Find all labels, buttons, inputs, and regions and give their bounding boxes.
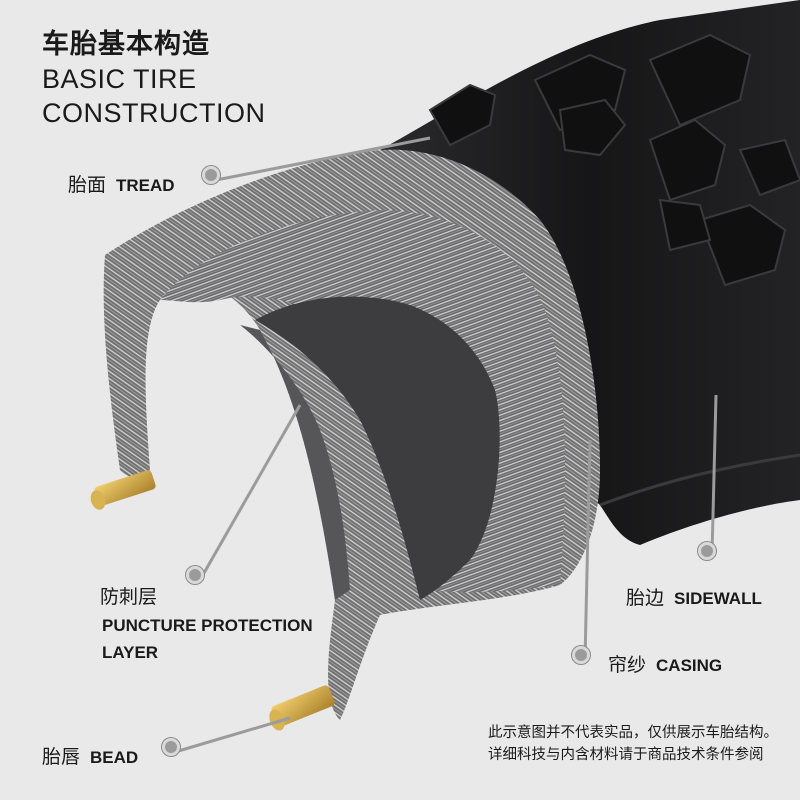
label-tread-en: TREAD bbox=[116, 176, 175, 195]
disclaimer-note: 此示意图并不代表实品，仅供展示车胎结构。 详细科技与内含材料请于商品技术条件参阅 bbox=[488, 722, 778, 766]
leader-lines bbox=[174, 136, 718, 754]
label-bead-cn: 胎唇 bbox=[42, 746, 81, 768]
bead-marker-dot bbox=[162, 738, 180, 756]
label-tread: 胎面 TREAD bbox=[68, 170, 175, 197]
label-puncture-cn: 防刺层 bbox=[100, 586, 158, 608]
puncture-marker-dot bbox=[186, 566, 204, 584]
bead-core-top bbox=[90, 470, 156, 510]
title-chinese: 车胎基本构造 bbox=[42, 29, 210, 60]
label-sidewall-cn: 胎边 bbox=[626, 587, 665, 609]
label-casing: 帘纱 CASING bbox=[608, 650, 722, 677]
disclaimer-line2: 详细科技与内含材料请于商品技术条件参阅 bbox=[488, 747, 764, 763]
disclaimer-line1: 此示意图并不代表实品，仅供展示车胎结构。 bbox=[488, 725, 778, 741]
tread-knobs bbox=[428, 33, 800, 287]
label-sidewall-en: SIDEWALL bbox=[674, 589, 762, 608]
title-english-line1: BASIC TIRE bbox=[42, 64, 197, 94]
label-casing-cn: 帘纱 bbox=[608, 654, 647, 676]
label-puncture-en-line1: PUNCTURE PROTECTION bbox=[102, 616, 313, 635]
label-bead: 胎唇 BEAD bbox=[42, 742, 138, 769]
label-puncture-en-line2: LAYER bbox=[102, 643, 159, 662]
puncture-layer bbox=[255, 296, 500, 600]
title-english-line2: CONSTRUCTION bbox=[42, 98, 266, 128]
tread-marker-dot bbox=[202, 166, 220, 184]
label-bead-en: BEAD bbox=[90, 748, 139, 767]
label-casing-en: CASING bbox=[656, 656, 723, 675]
casing-marker-dot bbox=[572, 646, 590, 664]
label-tread-cn: 胎面 bbox=[68, 174, 107, 196]
sidewall-marker-dot bbox=[698, 542, 716, 560]
label-sidewall: 胎边 SIDEWALL bbox=[626, 583, 762, 610]
bead-core-bottom bbox=[269, 685, 335, 731]
